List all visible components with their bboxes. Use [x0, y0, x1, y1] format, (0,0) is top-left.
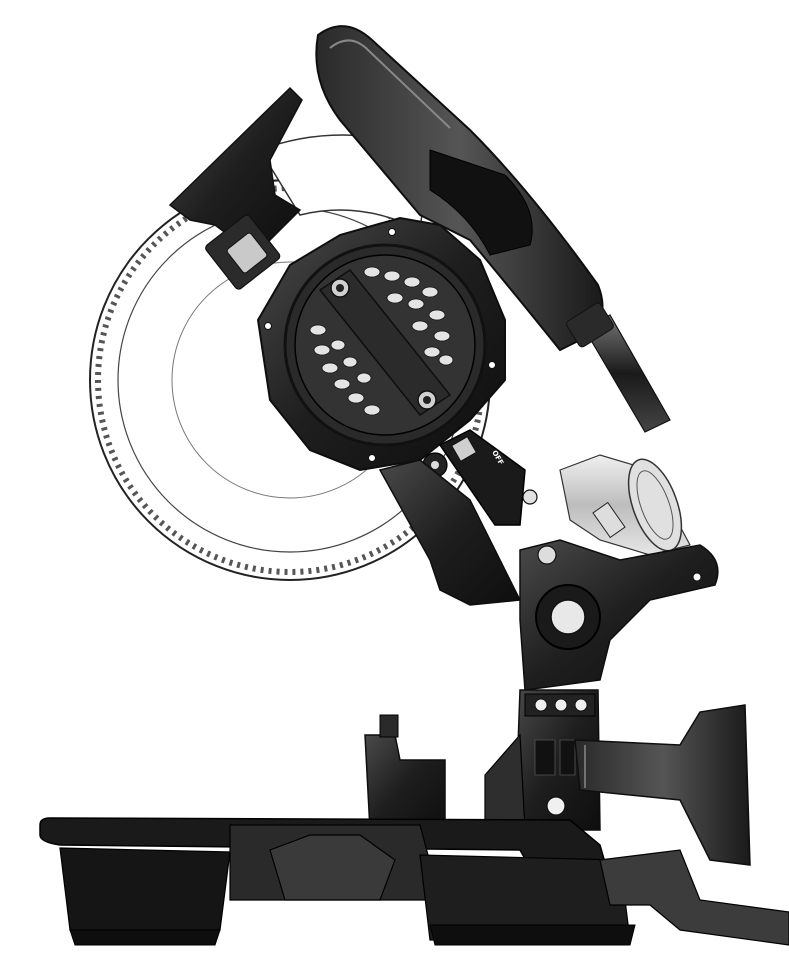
housing-screws — [264, 228, 496, 462]
bevel-screws — [534, 698, 588, 712]
power-cord — [566, 302, 671, 433]
motor-housing — [256, 216, 506, 472]
motor-cover-bar — [318, 268, 452, 417]
fence — [364, 714, 446, 831]
fence-knob[interactable] — [379, 714, 399, 738]
bevel-lock-handle[interactable] — [574, 704, 751, 866]
main-handle[interactable] — [315, 25, 604, 352]
pivot-bolt-top — [537, 545, 557, 565]
depth-stop-bracket — [168, 86, 303, 290]
power-switch[interactable]: OFF — [438, 429, 538, 526]
pivot-arm — [519, 539, 719, 691]
dust-port — [559, 454, 691, 556]
base-feet — [69, 924, 636, 946]
hex-bolt — [546, 796, 566, 816]
column-post — [514, 689, 601, 831]
arm-end-hole — [692, 572, 702, 582]
switch-lock-knob[interactable] — [522, 489, 538, 505]
motor-vents — [309, 266, 454, 416]
base-extension-rail — [599, 849, 789, 946]
handle-grip — [429, 149, 533, 256]
turntable-base — [39, 817, 631, 941]
miter-gauge — [484, 733, 526, 831]
